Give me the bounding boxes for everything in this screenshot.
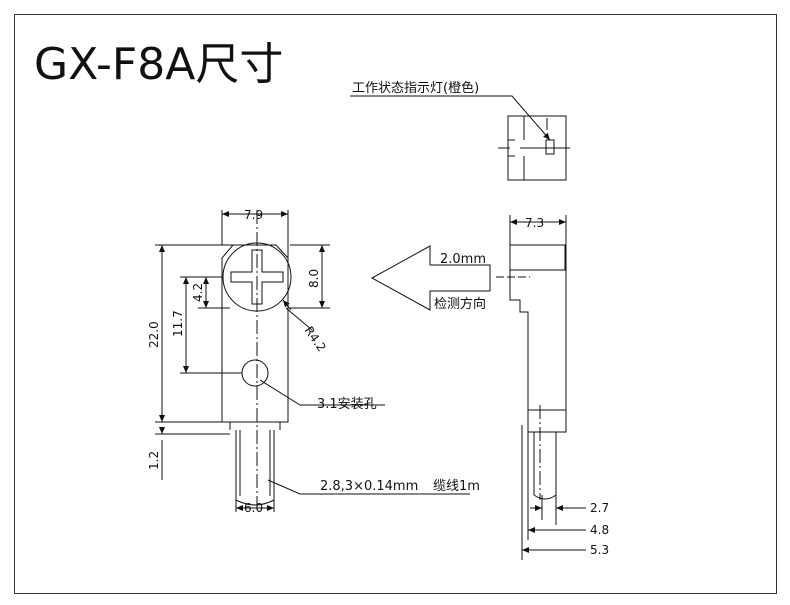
dim-side-width: 7.3 <box>525 216 544 230</box>
front-view <box>155 210 330 512</box>
detection-arrow <box>370 245 491 311</box>
dim-2-7: 2.7 <box>590 501 609 515</box>
dim-5-3: 5.3 <box>590 543 609 557</box>
direction-label: 检测方向 <box>434 296 486 312</box>
dim-11-7: 11.7 <box>171 310 185 337</box>
dim-radius: R4.2 <box>302 324 329 354</box>
dim-cable-width: 6.0 <box>244 501 263 515</box>
indicator-label: 工作状态指示灯(橙色) <box>352 80 479 96</box>
dim-width-top: 7.9 <box>244 208 263 222</box>
dim-4-2: 4.2 <box>191 283 205 302</box>
cable-label: 缆线1m <box>433 478 480 494</box>
dim-4-8: 4.8 <box>590 523 609 537</box>
page-title: GX-F8A尺寸 <box>34 39 284 90</box>
distance-label: 2.0mm <box>440 252 486 267</box>
top-view <box>498 115 570 181</box>
dim-22-0: 22.0 <box>147 321 161 348</box>
dim-1-2: 1.2 <box>147 451 161 470</box>
cable-spec-label: 2.8,3×0.14mm <box>320 479 418 494</box>
hole-label: 3.1安装孔 <box>317 397 377 412</box>
dim-8-0: 8.0 <box>307 269 321 288</box>
drawing-frame <box>14 14 777 594</box>
